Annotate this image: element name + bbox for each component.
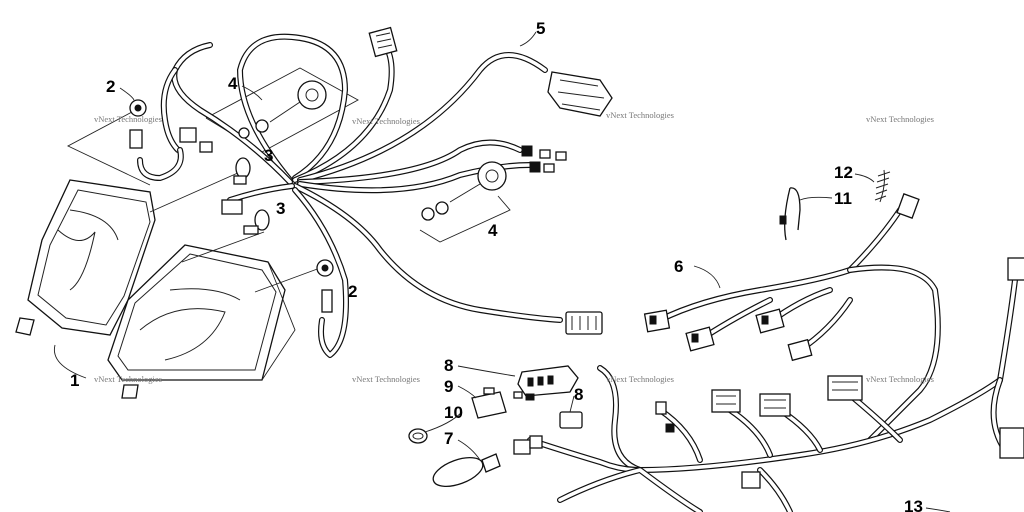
bracket-3b [181,231,265,263]
clip-10 [408,428,428,444]
callout-3: 3 [276,199,286,218]
bracket-2a [66,111,151,186]
bulb-3b [243,209,270,235]
connector-5-top [368,26,398,58]
relay-8 [559,411,583,429]
spring-12 [874,169,891,203]
callout-3: 3 [264,146,274,165]
callout-8: 8 [574,385,584,404]
connector-6-h [741,471,761,489]
callout-2: 2 [106,77,116,96]
callout-1: 1 [70,371,80,390]
small-connectors-left [129,127,243,215]
bulb-socket-2b [316,259,334,313]
callout-13: 13 [904,497,923,512]
watermark: vNext Technologies [866,374,934,384]
bracket-3a [149,171,241,213]
connector-6-right [999,257,1024,459]
connector-7-right [513,435,543,455]
fuse-8 [513,391,535,401]
fuse-block-8 [517,365,579,397]
callout-5: 5 [536,19,546,38]
connector-6-i [655,401,675,433]
connector-5-main [547,71,613,117]
dummy-plug-7 [432,453,501,488]
callout-7: 7 [444,429,454,448]
fuse-holder-9 [471,387,507,419]
callout-6: 6 [674,257,684,276]
bulb-socket-2a [129,99,147,117]
callout-10: 10 [444,403,463,422]
callout-9: 9 [444,377,454,396]
headlight-right [107,244,296,399]
connector-6-f [759,393,791,417]
bracket-1 [53,344,87,379]
watermark: vNext Technologies [352,116,420,126]
connector-6-b [685,326,715,352]
headlight-left [15,179,156,336]
connector-6-e [711,389,741,413]
watermark: vNext Technologies [606,110,674,120]
connector-6-c [755,308,785,334]
watermark: vNext Technologies [94,114,162,124]
connector-6-g [827,375,863,401]
connector-6-top [896,193,920,219]
bulb-3a [233,157,251,185]
watermark: vNext Technologies [866,114,934,124]
callout-12: 12 [834,163,853,182]
connector-6-a [643,309,671,333]
bracket-2b [254,267,321,293]
connector-5-right [565,311,603,335]
adjuster-4b [421,161,507,221]
main-harness [527,207,1018,512]
watermark: vNext Technologies [606,374,674,384]
connector-6-d [787,338,813,362]
bracket-4b [419,195,511,243]
callout-8: 8 [444,356,454,375]
adjuster-4a [238,80,327,139]
spade-terminals [521,145,567,173]
callout-4: 4 [488,221,498,240]
upper-harness [137,33,563,358]
clamp-11 [779,187,801,241]
callout-2: 2 [348,282,358,301]
callout-11: 11 [834,189,852,208]
watermark: vNext Technologies [352,374,420,384]
watermark: vNext Technologies [94,374,162,384]
callout-4: 4 [228,74,238,93]
